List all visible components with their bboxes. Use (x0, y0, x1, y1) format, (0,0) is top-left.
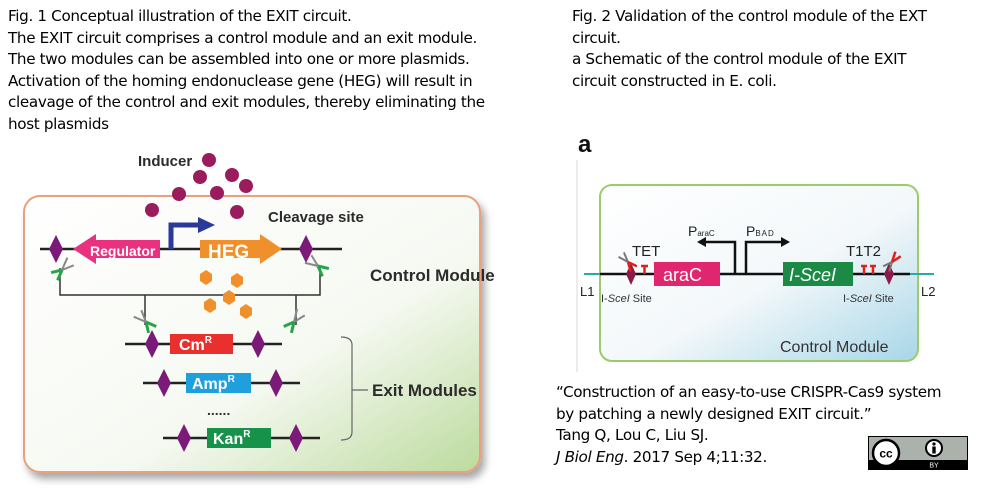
arac-gene (654, 262, 720, 286)
exit-modules-label: Exit Modules (372, 381, 477, 400)
inducer-dot (193, 170, 207, 184)
cleavage-site-diamond (289, 424, 303, 452)
citation-journal-line: J Biol Eng. 2017 Sep 4;11:32. (556, 447, 941, 469)
cleavage-site-diamond (299, 235, 313, 263)
exit-modules-bracket (340, 336, 368, 441)
cc-by-icon[interactable]: cc BY (868, 436, 968, 470)
parac-label: ParaC (688, 223, 715, 239)
cm-gene (170, 334, 233, 354)
cleavage-site-diamond (49, 235, 63, 263)
fig1-caption-line: The EXIT circuit comprises a control mod… (8, 28, 477, 47)
fig2-caption-line: circuit constructed in E. coli. (572, 71, 777, 90)
exit-module-amp: AmpR (143, 369, 300, 397)
heg-protein (204, 298, 216, 313)
tet-terminator (641, 264, 648, 274)
fig2-caption: Fig. 2 Validation of the control module … (572, 6, 927, 92)
control-exit-box (23, 195, 481, 473)
cleavage-site-diamond (269, 369, 283, 397)
fig1-diagram: Inducer Cleavage site Regulator HEG C (23, 153, 495, 473)
cleavage-site-diamond (177, 424, 191, 452)
citation-journal: J Biol Eng (556, 447, 624, 466)
panel-label: a (578, 131, 592, 158)
inducer-dot (210, 186, 224, 200)
isce1-label: I-SceI (789, 265, 836, 285)
heg-protein (240, 304, 252, 319)
inducer-molecules (145, 153, 253, 219)
inducer-dot (239, 179, 253, 193)
citation-title-line: “Construction of an easy-to-use CRISPR-C… (556, 383, 942, 401)
inducer-dot (145, 203, 159, 217)
control-module-label: Control Module (780, 339, 889, 356)
l1-label: L1 (580, 284, 594, 299)
exit-module-cm: CmR (125, 330, 282, 358)
pbad-arrowhead (781, 237, 790, 247)
exit-module-kan: KanR (163, 424, 320, 452)
pbad-label: PBAD (746, 223, 775, 239)
connector-line (59, 268, 321, 296)
by-text: BY (929, 463, 939, 470)
scissors-icon (50, 257, 75, 281)
citation-authors: Tang Q, Lou C, Liu SJ. (556, 426, 709, 444)
pbad-promoter (744, 240, 782, 274)
regulator-gene (73, 234, 160, 264)
inducer-dot (230, 205, 244, 219)
citation-title-line: by patching a newly designed EXIT circui… (556, 404, 872, 423)
cc-text: cc (879, 447, 893, 461)
cleavage-site-diamond (145, 330, 159, 358)
t1t2-label: T1T2 (846, 243, 881, 260)
inducer-dot (202, 153, 216, 167)
inducer-dot (172, 187, 186, 201)
isce1-site-left-label: I-SceI Site (601, 293, 652, 305)
arac-label: araC (663, 265, 702, 285)
cm-label: CmR (179, 335, 213, 354)
fig1-caption-line: The two modules can be assembled into on… (8, 50, 470, 68)
fig2-caption-line: Fig. 2 Validation of the control module … (572, 7, 927, 25)
promoter-arrow (168, 222, 200, 249)
scissors-icon (304, 254, 330, 277)
t1t2-terminator (861, 264, 876, 274)
amp-label: AmpR (192, 374, 236, 393)
heg-protein (223, 290, 235, 305)
fig1-caption-line: Fig. 1 Conceptual illustration of the EX… (8, 7, 352, 25)
isce1-site-right-label: I-SceI Site (843, 293, 894, 305)
inducer-dot (225, 168, 239, 182)
fig1-caption-line: Activation of the homing endonuclease ge… (8, 71, 473, 90)
fig2-caption-line: circuit. (572, 28, 621, 47)
citation-details: . 2017 Sep 4;11:32. (623, 447, 768, 466)
citation: “Construction of an easy-to-use CRISPR-C… (556, 382, 941, 468)
fig1-caption-line: host plasmids (8, 114, 109, 133)
scissors-icon (618, 252, 638, 272)
fig2-diagram: a L1 L2 TET araC ParaC PBAD I-SceI T1T2 … (576, 131, 935, 372)
tet-label: TET (632, 243, 660, 260)
amp-gene (186, 373, 251, 393)
scissors-icon (133, 309, 157, 334)
heg-proteins (200, 270, 252, 319)
exit-ellipsis: ...... (207, 402, 230, 418)
isce1-gene (783, 262, 853, 286)
heg-protein (200, 270, 212, 285)
kan-label: KanR (213, 429, 251, 448)
heg-label: HEG (208, 242, 249, 263)
inducer-label: Inducer (138, 153, 192, 170)
fig2-caption-line: a Schematic of the control module of the… (572, 50, 907, 68)
isce1-site-diamond (626, 263, 636, 285)
cleavage-site-label: Cleavage site (268, 209, 364, 226)
scissors-icon (283, 308, 306, 334)
parac-arrowhead (697, 237, 706, 247)
parac-promoter (705, 240, 737, 274)
regulator-label: Regulator (90, 243, 156, 259)
heg-protein (231, 273, 243, 288)
cleavage-site-diamond (157, 369, 171, 397)
scissors-icon (882, 251, 902, 272)
l2-label: L2 (921, 284, 935, 299)
heg-gene (200, 234, 282, 264)
fig1-caption: Fig. 1 Conceptual illustration of the EX… (8, 6, 485, 135)
kan-gene (207, 428, 271, 448)
promoter-arrowhead (198, 217, 215, 233)
cleavage-site-diamond (251, 330, 265, 358)
control-module-label: Control Module (370, 266, 495, 285)
isce1-site-diamond (884, 263, 894, 285)
fig1-caption-line: cleavage of the control and exit modules… (8, 93, 485, 111)
